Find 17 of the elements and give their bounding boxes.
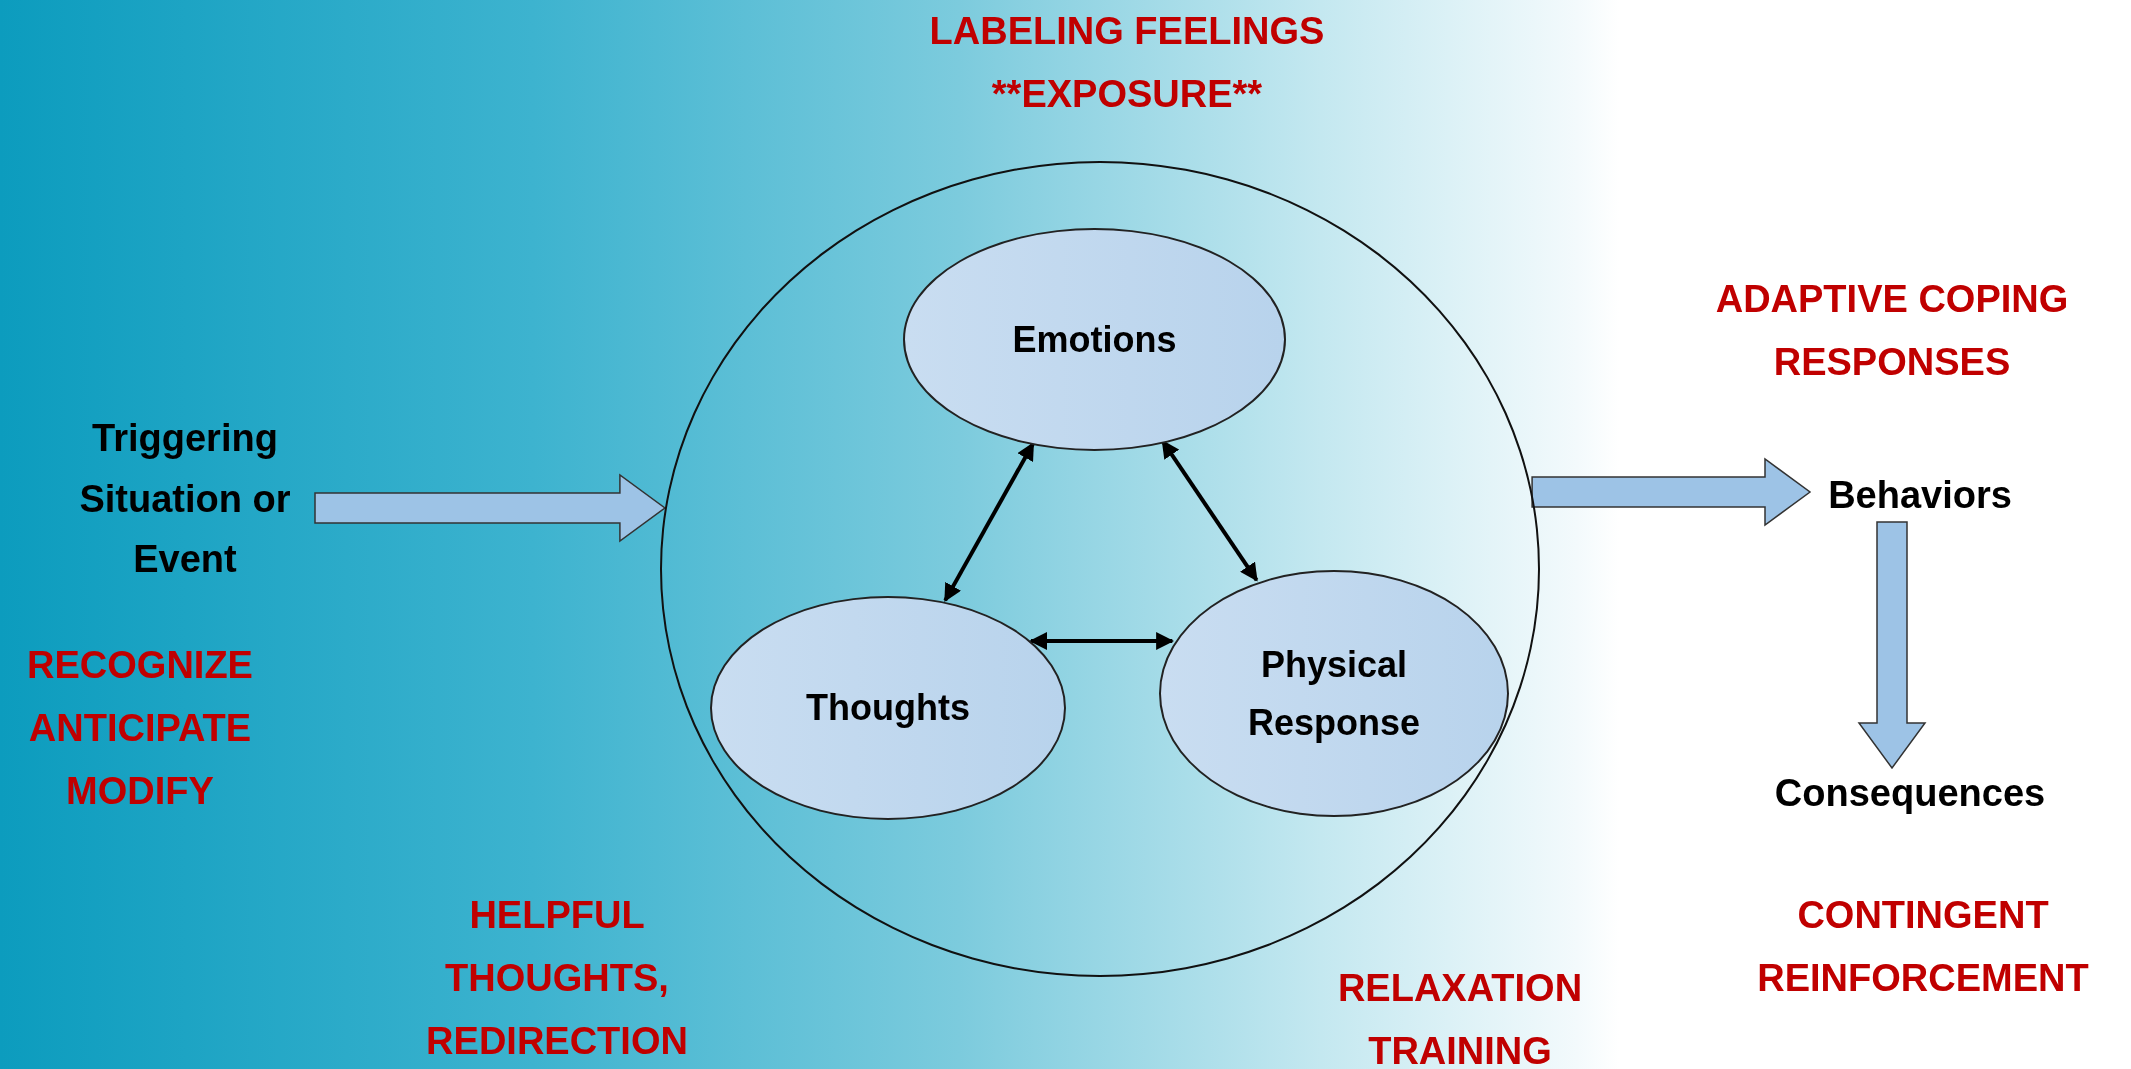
node-label: Triggering Situation or Event [78,415,292,583]
strategy-label: LABELING FEELINGS **EXPOSURE** [928,9,1326,117]
strategy-label: MODIFY [65,769,215,814]
node-label: Emotions [1012,317,1177,362]
block-arrow [1857,521,1927,770]
strategy-label: ANTICIPATE [27,706,253,751]
node-label: Behaviors [1828,472,2012,518]
strategy-label: CONTINGENT REINFORCEMENT [1756,893,2090,1001]
block-arrow [314,473,667,543]
strategy-label: HELPFUL THOUGHTS, REDIRECTION [425,893,689,1064]
strategy-label: RECOGNIZE [26,643,254,688]
strategy-label: RELAXATION TRAINING [1336,966,1584,1069]
node-label: Consequences [1774,770,2046,816]
strategy-label: ADAPTIVE COPING RESPONSES [1714,277,2070,385]
node-label: Thoughts [806,686,970,731]
node-label: Physical Response [1246,642,1422,745]
block-arrow [1531,457,1812,527]
